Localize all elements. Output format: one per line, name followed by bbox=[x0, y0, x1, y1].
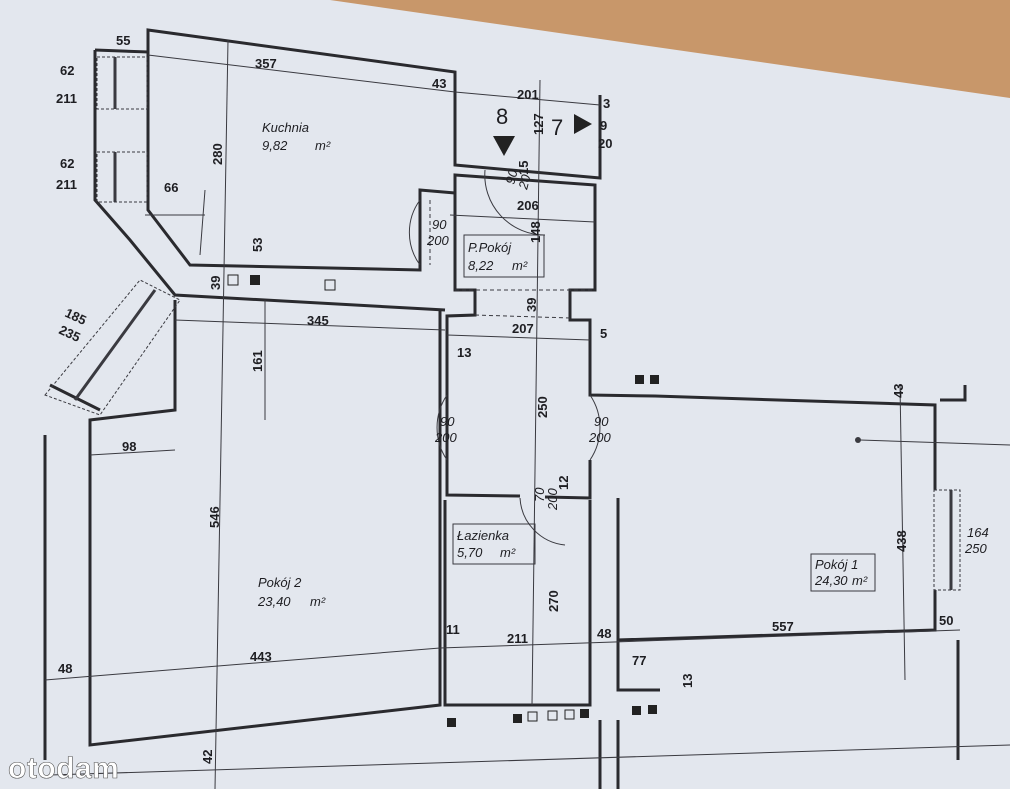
door-height: 200 bbox=[588, 430, 611, 445]
dim-label: 62 bbox=[60, 156, 74, 171]
arrow-down-icon bbox=[493, 136, 515, 156]
room-area-small-room: 8,22 bbox=[468, 258, 494, 273]
room-name-room2: Pokój 2 bbox=[258, 575, 302, 590]
dimension-lines bbox=[44, 39, 1010, 789]
door-width: 90 bbox=[432, 217, 447, 232]
walls bbox=[43, 28, 1010, 789]
windows bbox=[44, 56, 961, 591]
dim-label: 557 bbox=[772, 619, 794, 634]
dim-label: 62 bbox=[60, 63, 74, 78]
door-width: 90 bbox=[502, 167, 520, 186]
dim-label: 357 bbox=[255, 56, 277, 71]
room-labels: Kuchnia 9,82 m² P.Pokój 8,22 m² Łazienka… bbox=[257, 104, 876, 609]
watermark-logo: otodam bbox=[8, 752, 119, 785]
dim-label: 53 bbox=[250, 238, 265, 252]
dim-label: 13 bbox=[680, 674, 695, 688]
room-name-kitchen: Kuchnia bbox=[262, 120, 309, 135]
door-width: 70 bbox=[532, 487, 547, 502]
window-height: 250 bbox=[964, 541, 987, 556]
dim-label: 48 bbox=[597, 626, 611, 641]
dim-label: 127 bbox=[531, 113, 546, 135]
dim-label: 98 bbox=[122, 439, 136, 454]
room-area-kitchen: 9,82 bbox=[262, 138, 288, 153]
marker-7: 7 bbox=[551, 115, 563, 140]
room-area-room2: 23,40 bbox=[257, 594, 291, 609]
dim-label: 211 bbox=[56, 177, 77, 192]
marker-8: 8 bbox=[496, 104, 508, 129]
dim-label: 345 bbox=[307, 313, 329, 328]
window-width: 164 bbox=[967, 525, 989, 540]
room-unit-bathroom: m² bbox=[500, 545, 516, 560]
dim-label: 280 bbox=[210, 143, 225, 165]
room-name-room1: Pokój 1 bbox=[815, 557, 858, 572]
dim-label: 546 bbox=[207, 506, 222, 528]
dim-label: 270 bbox=[546, 590, 561, 612]
room-area-bathroom: 5,70 bbox=[457, 545, 483, 560]
dim-label: 438 bbox=[894, 530, 909, 552]
dim-label: 250 bbox=[535, 396, 550, 418]
door-width: 90 bbox=[440, 414, 455, 429]
dim-label: 9 bbox=[600, 118, 607, 133]
room-name-bathroom: Łazienka bbox=[457, 528, 509, 543]
room-unit-kitchen: m² bbox=[315, 138, 331, 153]
dim-label: 77 bbox=[632, 653, 646, 668]
dim-label: 443 bbox=[250, 649, 272, 664]
room-unit-room1: m² bbox=[852, 573, 868, 588]
dim-label: 20 bbox=[598, 136, 612, 151]
dim-label: 12 bbox=[556, 476, 571, 490]
doors bbox=[408, 169, 601, 546]
dim-label: 48 bbox=[58, 661, 72, 676]
dim-label: 39 bbox=[208, 276, 223, 290]
dim-label: 43 bbox=[891, 384, 906, 398]
dim-label: 43 bbox=[432, 76, 446, 91]
dim-label: 211 bbox=[507, 631, 528, 646]
dim-label: 148 bbox=[528, 221, 543, 243]
dim-label: 207 bbox=[512, 321, 534, 336]
door-width: 90 bbox=[594, 414, 609, 429]
dim-label: 15 bbox=[516, 161, 531, 175]
door-height: 20 bbox=[515, 172, 534, 192]
door-height: 200 bbox=[426, 233, 449, 248]
room-unit-room2: m² bbox=[310, 594, 326, 609]
dim-label: 206 bbox=[517, 198, 539, 213]
dim-label: 55 bbox=[116, 33, 130, 48]
room-name-small-room: P.Pokój bbox=[468, 240, 512, 255]
duct-symbols bbox=[227, 274, 659, 727]
arrow-right-icon bbox=[574, 114, 592, 134]
dim-label: 39 bbox=[524, 298, 539, 312]
room-area-room1: 24,30 bbox=[814, 573, 848, 588]
door-height: 200 bbox=[545, 488, 560, 511]
dim-label: 3 bbox=[603, 96, 610, 111]
dim-label: 11 bbox=[446, 622, 460, 637]
dim-label: 66 bbox=[164, 180, 178, 195]
dim-label: 211 bbox=[56, 91, 77, 106]
door-height: 200 bbox=[434, 430, 457, 445]
dimension-labels: 55 357 43 201 127 3 9 20 62 211 62 211 6… bbox=[56, 33, 989, 764]
dim-label: 50 bbox=[939, 613, 953, 628]
dim-label: 161 bbox=[250, 350, 265, 372]
dim-label: 5 bbox=[600, 326, 607, 341]
dim-label: 201 bbox=[517, 87, 539, 102]
dim-label: 13 bbox=[457, 345, 471, 360]
dim-label: 42 bbox=[200, 750, 215, 764]
room-unit-small-room: m² bbox=[512, 258, 528, 273]
